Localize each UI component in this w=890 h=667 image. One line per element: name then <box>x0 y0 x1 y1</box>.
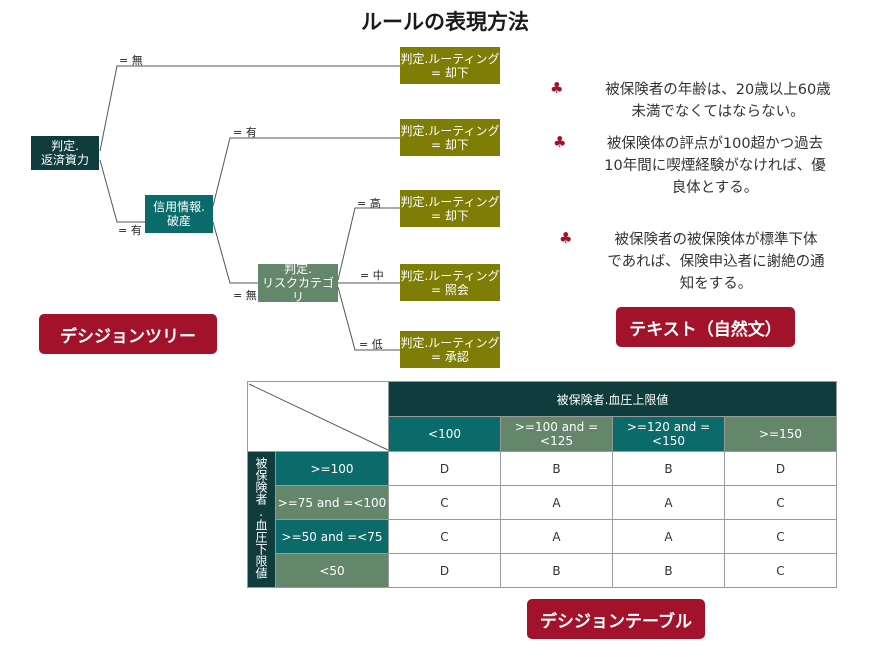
table-cell: B <box>612 451 725 486</box>
table-cell: A <box>612 485 725 520</box>
tree-leaf: 判定.ルーティング = 承認 <box>400 331 500 368</box>
table-row-label: >=50 and =<75 <box>275 519 389 554</box>
table-row-label: <50 <box>275 553 389 588</box>
table-cell: C <box>724 519 837 554</box>
edge-label: = 有 <box>233 126 257 139</box>
page-title: ルールの表現方法 <box>361 10 529 34</box>
tree-root-node: 判定. 返済資力 <box>31 136 99 170</box>
table-column-label: >=120 and =<150 <box>612 416 725 452</box>
edge-label: = 有 <box>118 224 142 237</box>
edge-label: = 無 <box>119 54 143 67</box>
table-column-label: >=150 <box>724 416 837 452</box>
table-cell: C <box>388 519 501 554</box>
tree-leaf: 判定.ルーティング = 照会 <box>400 264 500 301</box>
decision-tree-badge: デシジョンツリー <box>39 314 217 354</box>
table-cell: D <box>388 553 501 588</box>
decision-table: 被保険者.血圧上限値 <100 >=100 and =<125 >=120 an… <box>247 381 837 588</box>
table-cell: D <box>724 451 837 486</box>
edge-label: = 低 <box>359 338 383 351</box>
table-column-header: 被保険者.血圧上限値 <box>388 381 837 417</box>
edge-label: = 中 <box>360 269 384 282</box>
table-row-header: 被保険者.血圧下限値 <box>247 451 276 588</box>
table-row-label: >=75 and =<100 <box>275 485 389 520</box>
table-cell: C <box>724 485 837 520</box>
table-cell: A <box>612 519 725 554</box>
text-badge: テキスト（自然文） <box>616 307 795 347</box>
club-icon: ♣ <box>559 229 573 247</box>
table-cell: A <box>500 485 613 520</box>
table-cell: A <box>500 519 613 554</box>
table-column-label: >=100 and =<125 <box>500 416 613 452</box>
rule-text: 被保険者の被保険体が標準下体 であれば、保険申込者に謝絶の通 知をする。 <box>607 232 825 292</box>
edge-label: = 高 <box>357 197 381 210</box>
decision-table-badge: デシジョンテーブル <box>527 599 705 639</box>
rule-text: 被保険体の評点が100超かつ過去 10年間に喫煙経験がなければ、優 良体とする。 <box>604 136 826 196</box>
table-row-header-text: 被保険者.血圧下限値 <box>254 457 268 579</box>
edge-label: = 無 <box>233 289 257 302</box>
table-column-label: <100 <box>388 416 501 452</box>
rule-text: 被保険者の年齢は、20歳以上60歳 未満でなくてはならない。 <box>605 82 831 120</box>
club-icon: ♣ <box>550 79 564 97</box>
table-cell: C <box>388 485 501 520</box>
table-row-label: >=100 <box>275 451 389 486</box>
table-cell: B <box>500 553 613 588</box>
club-icon: ♣ <box>553 133 567 151</box>
table-cell: B <box>500 451 613 486</box>
table-cell: C <box>724 553 837 588</box>
tree-credit-node: 信用情報. 破産 <box>145 195 213 233</box>
table-cell: D <box>388 451 501 486</box>
table-cell: B <box>612 553 725 588</box>
tree-leaf: 判定.ルーティング = 却下 <box>400 47 500 84</box>
table-corner <box>247 381 389 452</box>
tree-leaf: 判定.ルーティング = 却下 <box>400 190 500 227</box>
tree-risk-node: 判定. リスクカテゴリ <box>258 262 338 304</box>
tree-leaf: 判定.ルーティング = 却下 <box>400 119 500 156</box>
